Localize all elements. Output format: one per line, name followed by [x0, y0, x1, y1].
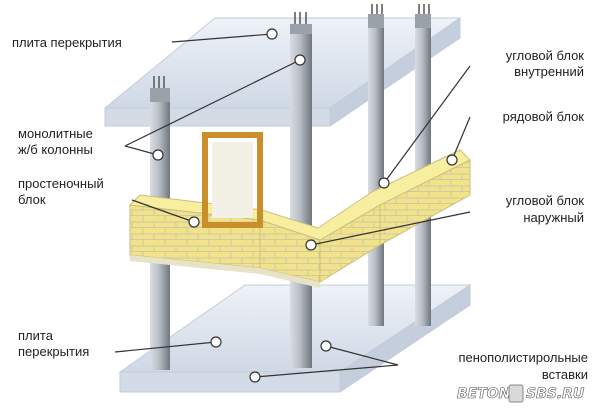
label-corner-outer-2: наружный: [523, 210, 584, 225]
label-partition-1: простеночный: [18, 176, 104, 191]
label-corner-outer-1: угловой блок: [506, 193, 585, 208]
watermark-right: SBS.RU: [526, 386, 585, 402]
watermark-left: BETON: [457, 386, 511, 402]
label-corner-inner-2: внутренний: [514, 64, 584, 79]
marker-column-left: [152, 149, 164, 161]
marker-slab-top: [266, 28, 278, 40]
marker-partition-block: [188, 216, 200, 228]
label-slab-bottom-1: плита: [18, 328, 54, 343]
label-row-block: рядовой блок: [503, 109, 585, 124]
label-columns-1: монолитные: [18, 126, 93, 141]
marker-column-right: [294, 54, 306, 66]
watermark: BETON SBS.RU: [457, 384, 585, 403]
door-frame: [202, 132, 263, 228]
marker-foam-1: [320, 340, 332, 352]
label-foam-1: пенополистирольные: [458, 350, 588, 365]
leader-markers: [152, 28, 458, 383]
leader-lines: [114, 33, 471, 378]
label-corner-inner-1: угловой блок: [506, 48, 585, 63]
label-slab-top: плита перекрытия: [12, 35, 122, 50]
label-slab-bottom-2: перекрытия: [18, 344, 89, 359]
block-wall: [128, 149, 471, 288]
marker-slab-bottom: [210, 336, 222, 348]
label-columns-2: ж/б колонны: [18, 142, 93, 157]
marker-corner-inner: [378, 177, 390, 189]
label-partition-2: блок: [18, 192, 46, 207]
marker-corner-outer: [305, 239, 317, 251]
marker-row-block: [446, 154, 458, 166]
marker-foam-2: [249, 371, 261, 383]
bag-icon: [508, 384, 524, 403]
label-foam-2: вставки: [542, 367, 588, 382]
